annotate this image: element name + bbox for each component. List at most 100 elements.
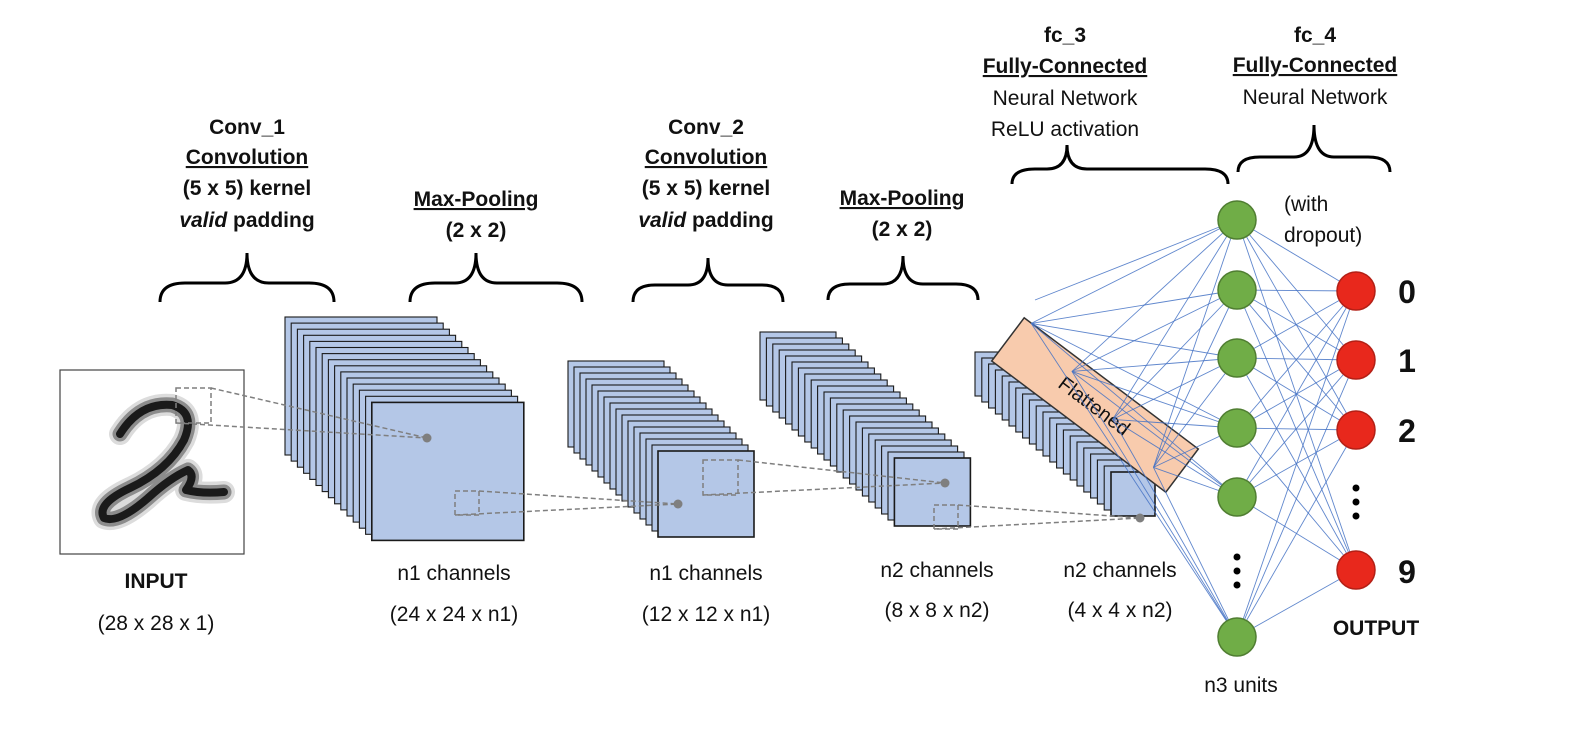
fc4-brace <box>1236 124 1392 173</box>
conv1-brace <box>158 252 336 303</box>
fc-units <box>1217 200 1376 657</box>
fc3-header: fc_3 Fully-Connected Neural Network ReLU… <box>983 24 1148 141</box>
conv1-channels: n1 channels <box>397 562 510 585</box>
hidden-output-connection <box>1236 289 1357 292</box>
pool1-header: Max-Pooling (2 x 2) <box>414 188 539 242</box>
hidden-output-connection <box>1236 359 1357 638</box>
conv2-padding: valid padding <box>638 209 773 232</box>
flatten-bar <box>990 316 1200 494</box>
input-dims: (28 x 28 x 1) <box>98 612 215 635</box>
output-digit-1: 1 <box>1398 343 1416 379</box>
fc3-units: n3 units <box>1204 674 1278 697</box>
output-ellipsis <box>1352 484 1360 520</box>
output-labels: 0 1 2 9 <box>1398 274 1416 590</box>
feature-map <box>657 450 755 538</box>
pool1-channels: n1 channels <box>649 562 762 585</box>
pool1-type: Max-Pooling <box>414 188 539 211</box>
output-unit <box>1336 410 1376 450</box>
hidden-output-connection <box>1236 359 1357 498</box>
input-receptive-field <box>175 387 212 424</box>
fc-connections <box>1030 219 1357 638</box>
flatten-hidden-connection <box>1030 323 1238 498</box>
flatten-hidden-connection <box>1071 289 1238 372</box>
conv1-name: Conv_1 <box>209 116 285 139</box>
conv2-type: Convolution <box>645 146 767 169</box>
hidden-unit <box>1217 270 1257 310</box>
fc4-name: fc_4 <box>1294 24 1336 47</box>
conv1-padding-italic: valid <box>179 209 228 232</box>
conv1-dims: (24 x 24 x n1) <box>390 603 518 626</box>
rf-dot <box>422 433 432 443</box>
input-title: INPUT <box>125 570 188 593</box>
rf-dot <box>940 478 950 488</box>
fc4-header: fc_4 Fully-Connected Neural Network <box>1233 24 1398 109</box>
flatten-hidden-connection <box>1071 357 1238 372</box>
handwritten-digit-2 <box>91 393 235 530</box>
output-unit <box>1336 550 1376 590</box>
rf-line <box>210 387 428 439</box>
pool2-header: Max-Pooling (2 x 2) <box>840 187 965 241</box>
rf-line <box>737 459 946 484</box>
flatten-hidden-connection <box>1112 419 1238 498</box>
rf-dot <box>1135 513 1145 523</box>
conv2-padding-rest: padding <box>686 209 774 232</box>
flatten-hidden-connection <box>1071 371 1238 498</box>
hidden-output-connection <box>1236 290 1357 638</box>
pool2-type: Max-Pooling <box>840 187 965 210</box>
output-unit <box>1336 340 1376 380</box>
conv1-padding-rest: padding <box>227 209 315 232</box>
pool2-channels: n2 channels <box>1063 559 1176 582</box>
fc4-line1: Neural Network <box>1243 86 1388 109</box>
hidden-output-connection <box>1236 290 1357 359</box>
flatten-hidden-connection <box>1153 467 1238 638</box>
hidden-unit <box>1217 477 1257 517</box>
conv2-kernel: (5 x 5) kernel <box>642 177 770 200</box>
hidden-output-connection <box>1236 429 1357 638</box>
pool1-brace <box>408 252 584 303</box>
fc3-line2: ReLU activation <box>991 118 1139 141</box>
flatten-hidden-connection <box>1030 323 1238 638</box>
fc3-name: fc_3 <box>1044 24 1086 47</box>
output-unit <box>1336 271 1376 311</box>
flatten-hidden-connection <box>1153 357 1238 468</box>
output-title: OUTPUT <box>1333 617 1420 640</box>
output-digit-2: 2 <box>1398 413 1416 449</box>
conv1-kernel: (5 x 5) kernel <box>183 177 311 200</box>
rf-box <box>702 459 739 496</box>
conv2-name: Conv_2 <box>668 116 744 139</box>
fc3-type: Fully-Connected <box>983 55 1148 78</box>
fc3-brace <box>1010 144 1230 185</box>
dropout-line1: (with <box>1284 193 1328 216</box>
rf-line <box>175 422 428 439</box>
hidden-output-connection <box>1236 290 1357 429</box>
conv2-brace <box>631 257 785 303</box>
pool2-dims: (4 x 4 x n2) <box>1067 599 1172 622</box>
conv2-feature-maps <box>759 331 972 527</box>
rf-dot <box>673 499 683 509</box>
pool1-size: (2 x 2) <box>446 219 507 242</box>
flatten-hidden-connection <box>1153 219 1238 468</box>
conv2-dims: (8 x 8 x n2) <box>884 599 989 622</box>
feature-map <box>893 457 972 527</box>
ellipsis-marks <box>1233 484 1360 589</box>
flatten-hidden-connection <box>1112 289 1238 420</box>
hidden-output-connection <box>1236 289 1357 571</box>
conv1-padding: valid padding <box>179 209 314 232</box>
conv1-feature-maps <box>284 316 525 542</box>
rf-line <box>957 504 1141 519</box>
fc3-line1: Neural Network <box>993 87 1138 110</box>
pool2-size: (2 x 2) <box>872 218 933 241</box>
rf-target-dots <box>422 433 1145 523</box>
pool1-feature-maps <box>567 360 755 538</box>
rf-line <box>478 490 679 505</box>
hidden-output-connection <box>1236 219 1357 571</box>
output-digit-0: 0 <box>1398 274 1416 310</box>
conv2-channels: n2 channels <box>880 559 993 582</box>
rf-line <box>702 482 946 496</box>
conv2-header: Conv_2 Convolution (5 x 5) kernel valid … <box>638 116 773 232</box>
hidden-ellipsis <box>1233 553 1241 589</box>
output-digit-9: 9 <box>1398 554 1416 590</box>
flatten-hidden-connection <box>1112 419 1238 638</box>
dropout-line2: dropout) <box>1284 224 1362 247</box>
